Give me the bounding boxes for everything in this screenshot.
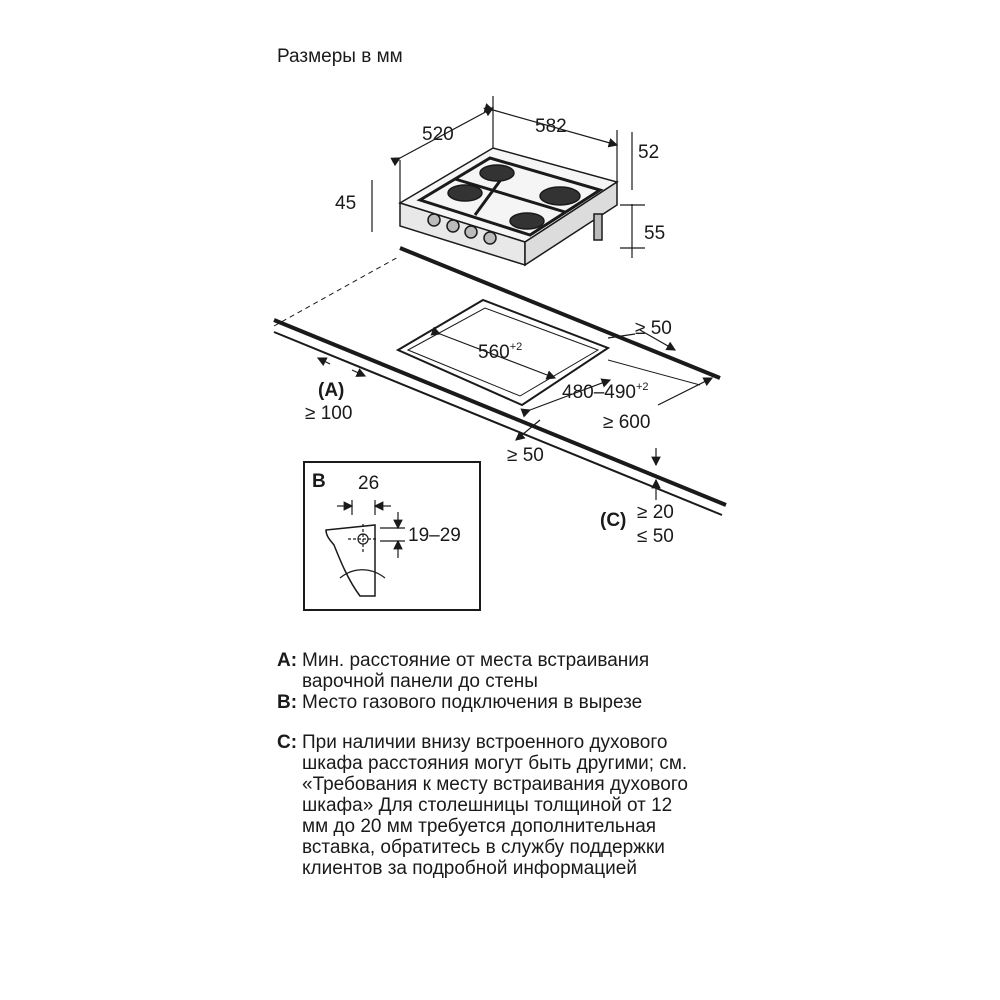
legend-key: B: [277,692,298,713]
inset-b-height: 19–29 [408,525,461,546]
dim-hob-width: 582 [535,116,567,137]
legend-item-b: B: Место газового подключения в вырезе [277,692,977,713]
worktop [273,246,727,516]
dim-hob-side: 45 [335,193,356,214]
knob [427,213,441,227]
knob [446,219,460,233]
clearance-c-max: ≤ 50 [637,526,674,547]
clearance-wall: ≥ 100 [305,403,352,424]
legend-item-c: C: При наличии внизу встроенного духовог… [277,732,977,879]
burner-back-left [479,164,515,182]
inset-b-label: B [312,471,326,492]
legend-text: При наличии внизу встроенного духового ш… [302,732,688,879]
dim-hob-edge: 52 [638,142,659,163]
clearance-c-min: ≥ 20 [637,502,674,523]
clearance-above: ≥ 600 [603,412,650,433]
dim-hob-depth: 520 [422,124,454,145]
legend-key: C: [277,732,298,753]
legend-text: Место газового подключения в вырезе [302,692,643,713]
burner-front [509,212,545,230]
dim-hob-total: 55 [644,223,665,244]
clearance-a-label: (A) [318,380,344,401]
hob [398,147,619,267]
inset-b: B 26 19–29 [303,461,481,611]
dim-cutout-depth: 480–490+2 [562,381,649,403]
dim-cutout-width: 560+2 [478,341,522,363]
legend-key: A: [277,650,298,671]
inset-b-width: 26 [358,473,379,494]
clearance-front-edge: ≥ 50 [507,445,544,466]
legend: A: Мин. расстояние от места встраивания … [277,650,977,879]
installation-diagram: Размеры в мм 520 [273,46,727,611]
legend-item-a: A: Мин. расстояние от места встраивания … [277,650,977,692]
burner-left [447,184,483,202]
knob [464,225,478,239]
burner-right [539,186,581,206]
legend-text: Мин. расстояние от места встраивания вар… [302,650,650,692]
clearance-back: ≥ 50 [635,318,672,339]
cutout [395,298,701,418]
diagram-title: Размеры в мм [277,46,403,67]
knob [483,231,497,245]
clearance-c-label: (C) [600,510,626,531]
